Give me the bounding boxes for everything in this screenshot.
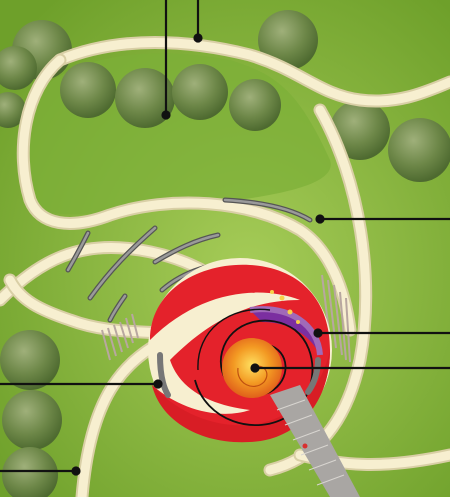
leader-line: [250, 363, 450, 373]
leader-line: [315, 214, 450, 224]
tree: [115, 68, 175, 128]
tree-group: [0, 10, 450, 497]
tree: [2, 390, 62, 450]
leader-line: [0, 379, 163, 389]
grey-bench-arc: [157, 352, 171, 398]
leader-line: [193, 0, 203, 43]
tree: [330, 100, 390, 160]
tree: [0, 46, 37, 90]
stripe-sculpture-left: [101, 313, 139, 361]
tree: [388, 118, 450, 182]
yellow-dot: [279, 295, 285, 301]
yellow-dot: [270, 290, 274, 294]
tree: [0, 330, 60, 390]
tree: [258, 10, 318, 70]
black-spiral: [194, 319, 314, 426]
black-spiral-2: [197, 308, 271, 371]
tree: [60, 62, 116, 118]
leader-line: [161, 0, 171, 120]
stripe-sculpture-right: [321, 274, 351, 363]
tree: [229, 79, 281, 131]
path-network: [0, 36, 450, 497]
yellow-dot: [296, 320, 300, 324]
tree: [0, 92, 26, 128]
center-swirl: [237, 365, 268, 387]
callout-lines: [0, 0, 450, 476]
boardwalk: [270, 385, 360, 497]
boardwalk-marker: [302, 443, 308, 449]
tree: [172, 64, 228, 120]
yellow-dot: [287, 309, 293, 315]
leader-line: [0, 466, 81, 476]
leader-line: [313, 328, 450, 338]
